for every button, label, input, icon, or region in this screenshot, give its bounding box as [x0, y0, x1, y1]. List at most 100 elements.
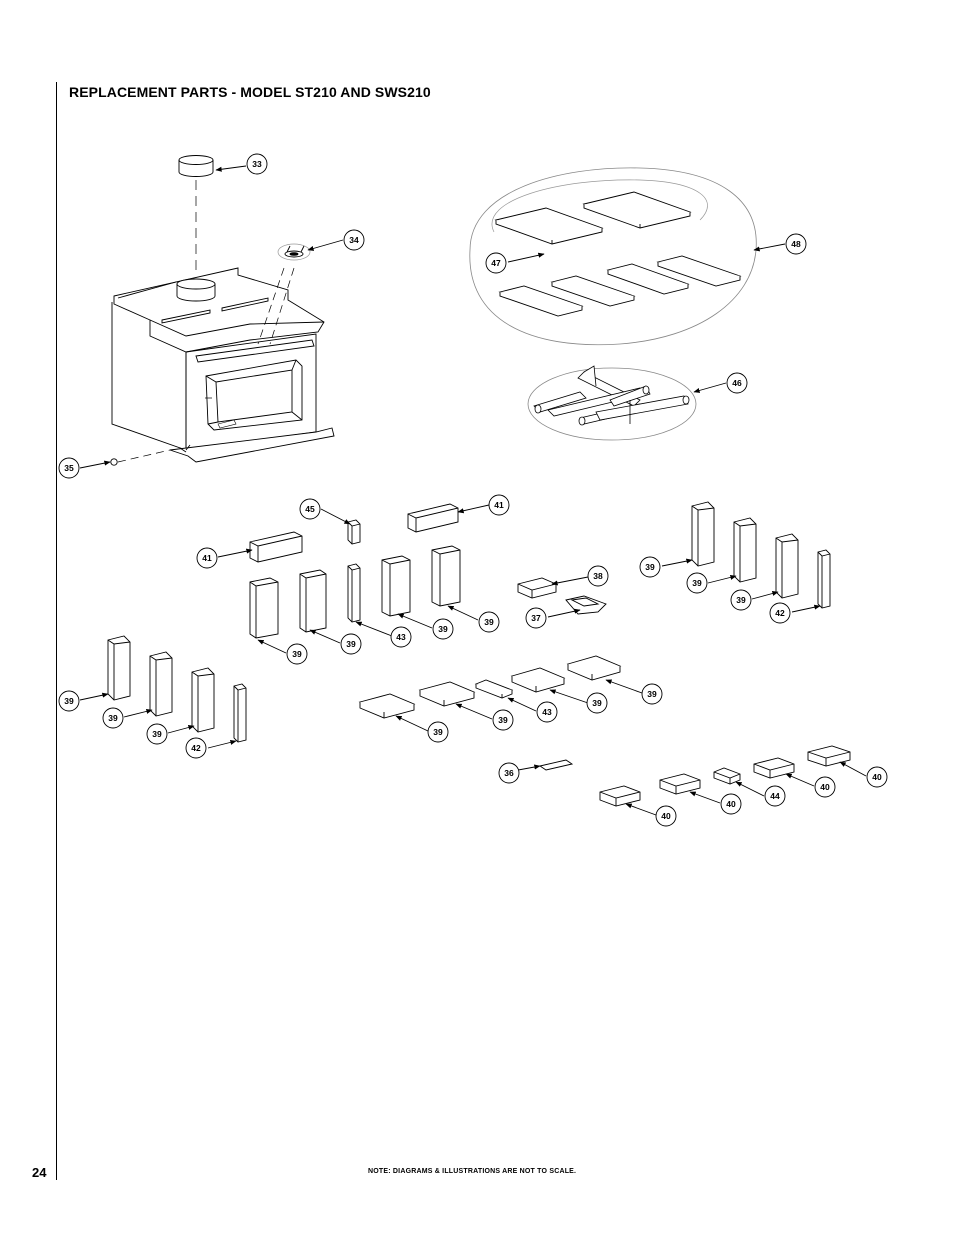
callout-circle	[102, 707, 124, 729]
callout-circle	[343, 229, 365, 251]
callout-circle	[299, 498, 321, 520]
callout-circle	[769, 602, 791, 624]
callout-label: 42	[191, 743, 201, 753]
callout-label: 45	[305, 504, 315, 514]
callout-c46: 46	[726, 372, 748, 394]
callout-circle	[488, 494, 510, 516]
callout-label: 47	[491, 258, 501, 268]
callout-circle	[492, 709, 514, 731]
callout-label: 39	[645, 562, 655, 572]
callout-circle	[286, 643, 308, 665]
burner-assembly	[527, 365, 697, 441]
callout-label: 39	[498, 715, 508, 725]
callout-label: 39	[152, 729, 162, 739]
callout-c40a: 40	[655, 805, 677, 827]
callout-label: 39	[64, 696, 74, 706]
callout-c42a: 42	[185, 737, 207, 759]
callout-label: 36	[504, 768, 514, 778]
callout-c39d: 39	[286, 643, 308, 665]
callout-c40b: 40	[720, 793, 742, 815]
callout-label: 40	[661, 811, 671, 821]
callout-c33: 33	[246, 153, 268, 175]
callout-c48: 48	[785, 233, 807, 255]
callout-label: 46	[732, 378, 742, 388]
callout-label: 39	[108, 713, 118, 723]
callout-c39f: 39	[432, 618, 454, 640]
callout-circle	[586, 692, 608, 714]
callout-circle	[866, 766, 888, 788]
callout-circle	[58, 457, 80, 479]
callout-c41b: 41	[488, 494, 510, 516]
page-title: REPLACEMENT PARTS - MODEL ST210 AND SWS2…	[69, 84, 431, 100]
callout-label: 48	[791, 239, 801, 249]
callout-label: 43	[542, 707, 552, 717]
callout-c47: 47	[485, 252, 507, 274]
leader-lines	[79, 165, 867, 816]
callout-label: 34	[349, 235, 359, 245]
callout-c39n: 39	[641, 683, 663, 705]
callout-label: 38	[593, 571, 603, 581]
callout-c40d: 40	[866, 766, 888, 788]
callout-c42b: 42	[769, 602, 791, 624]
callout-label: 43	[396, 632, 406, 642]
callout-c39k: 39	[427, 721, 449, 743]
scale-note: NOTE: DIAGRAMS & ILLUSTRATIONS ARE NOT T…	[368, 1168, 577, 1175]
callout-c36: 36	[498, 762, 520, 784]
callout-c44: 44	[764, 785, 786, 807]
callout-circle	[686, 572, 708, 594]
callout-label: 41	[494, 500, 504, 510]
callout-label: 33	[252, 159, 262, 169]
callout-circle	[485, 252, 507, 274]
callout-circle	[764, 785, 786, 807]
callout-circle	[390, 626, 412, 648]
callout-label: 39	[647, 689, 657, 699]
callout-c39a: 39	[58, 690, 80, 712]
callout-label: 39	[736, 595, 746, 605]
callout-c39h: 39	[639, 556, 661, 578]
callout-circle	[639, 556, 661, 578]
callout-c39m: 39	[586, 692, 608, 714]
callout-circle	[726, 372, 748, 394]
callout-circle	[536, 701, 558, 723]
callout-label: 40	[726, 799, 736, 809]
callout-label: 37	[531, 613, 541, 623]
callout-circle	[525, 607, 547, 629]
callout-circle	[498, 762, 520, 784]
callout-circle	[587, 565, 609, 587]
callout-c39i: 39	[686, 572, 708, 594]
callout-layer: 33 34 35 36 37 38 41 41 45 46 47 48 39 39 39 39 43 39 39 39…	[58, 153, 888, 827]
callout-circle	[641, 683, 663, 705]
callout-c39j: 39	[730, 589, 752, 611]
callout-c39c: 39	[146, 723, 168, 745]
callout-label: 40	[872, 772, 882, 782]
callout-c39e: 39	[340, 633, 362, 655]
callout-c45: 45	[299, 498, 321, 520]
callout-circle	[478, 611, 500, 633]
callout-c39g: 39	[478, 611, 500, 633]
page-number: 24	[32, 1165, 47, 1180]
callout-label: 39	[292, 649, 302, 659]
callout-circle	[432, 618, 454, 640]
callout-circle	[814, 776, 836, 798]
stove-illustration	[110, 155, 335, 466]
callout-label: 39	[592, 698, 602, 708]
callout-label: 44	[770, 791, 780, 801]
callout-circle	[146, 723, 168, 745]
callout-c40c: 40	[814, 776, 836, 798]
callout-label: 40	[820, 782, 830, 792]
callout-circle	[246, 153, 268, 175]
callout-c34: 34	[343, 229, 365, 251]
callout-circle	[427, 721, 449, 743]
callout-c35: 35	[58, 457, 80, 479]
callout-c43b: 43	[536, 701, 558, 723]
callout-circle	[340, 633, 362, 655]
margin-rule	[56, 82, 57, 1180]
callout-c39l: 39	[492, 709, 514, 731]
callout-label: 39	[484, 617, 494, 627]
callout-label: 39	[346, 639, 356, 649]
callout-c41a: 41	[196, 547, 218, 569]
callout-c39b: 39	[102, 707, 124, 729]
callout-circle	[730, 589, 752, 611]
callout-circle	[196, 547, 218, 569]
ember-panels-group	[469, 167, 757, 346]
